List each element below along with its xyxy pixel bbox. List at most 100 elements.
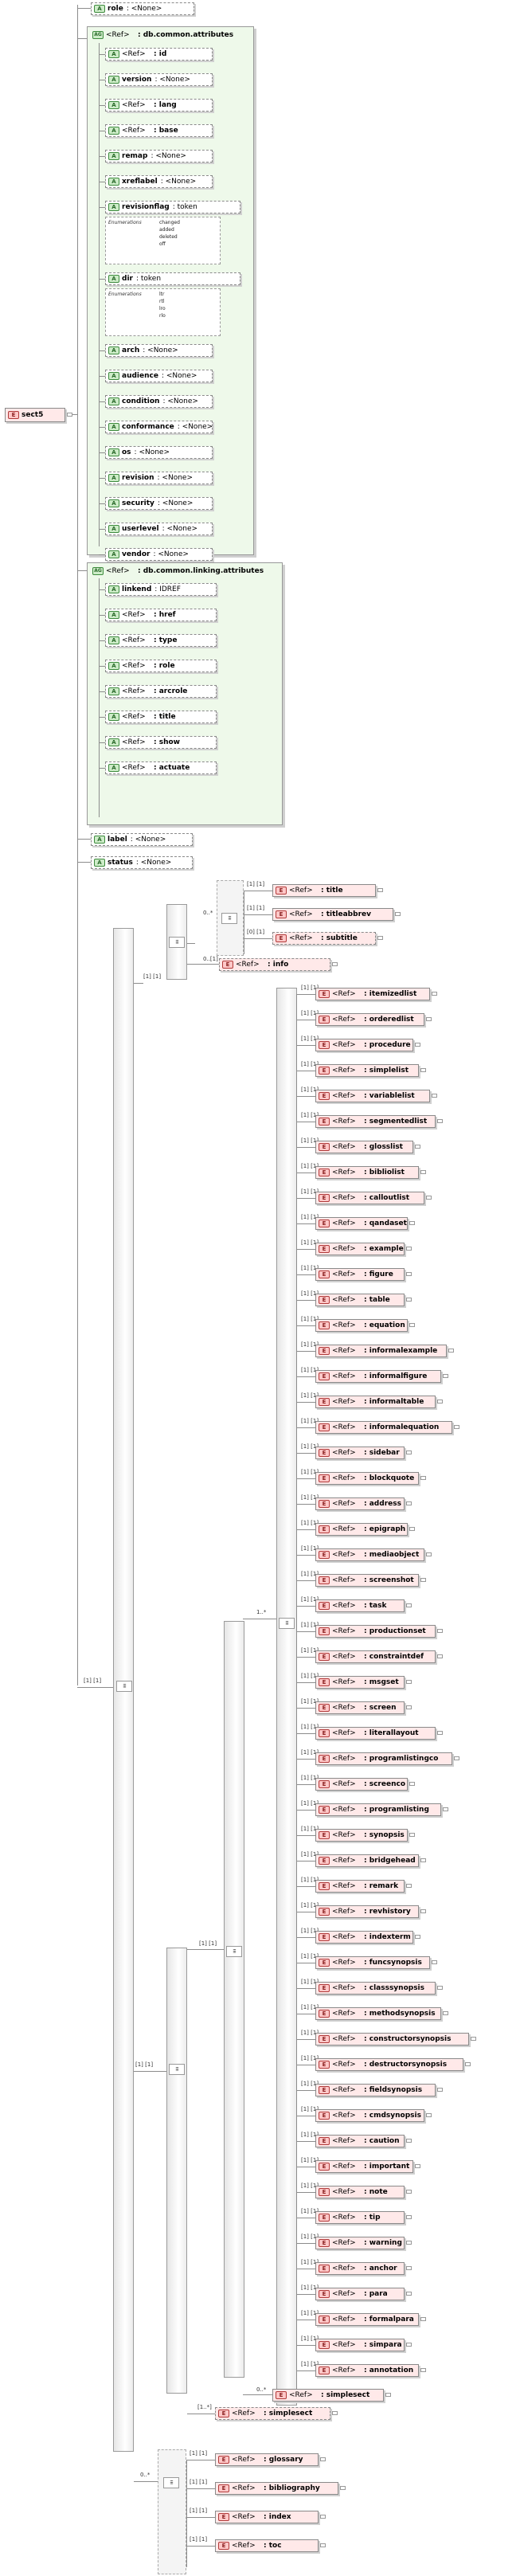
element-box[interactable]: E<Ref>: bibliography <box>215 2482 338 2495</box>
element-box[interactable]: E<Ref>: methodsynopsis <box>315 2007 441 2020</box>
expand-handle-icon[interactable] <box>340 2486 346 2490</box>
expand-handle-icon[interactable] <box>332 962 338 966</box>
expand-handle-icon[interactable] <box>406 2215 412 2219</box>
expand-handle-icon[interactable] <box>385 2393 391 2397</box>
expand-handle-icon[interactable] <box>406 2190 412 2194</box>
element-box[interactable]: E<Ref>: note <box>315 2186 405 2198</box>
attribute-box[interactable]: A<Ref>: base <box>105 124 213 137</box>
element-box[interactable]: E<Ref>: para <box>315 2288 405 2300</box>
expand-handle-icon[interactable] <box>443 1807 448 1811</box>
element-box[interactable]: E<Ref>: screenco <box>315 1778 408 1791</box>
element-box[interactable]: E<Ref>: programlisting <box>315 1803 441 1816</box>
element-box[interactable]: E<Ref>: mediaobject <box>315 1548 424 1561</box>
expand-handle-icon[interactable] <box>415 1935 420 1939</box>
element-box[interactable]: E<Ref>: epigraph <box>315 1523 408 1536</box>
element-box[interactable]: E<Ref>: blockquote <box>315 1472 419 1485</box>
expand-handle-icon[interactable] <box>332 2411 338 2415</box>
expand-handle-icon[interactable] <box>406 1501 412 1505</box>
expand-handle-icon[interactable] <box>406 2139 412 2143</box>
element-box[interactable]: E<Ref>: task <box>315 1599 405 1612</box>
expand-handle-icon[interactable] <box>437 2088 443 2092</box>
element-box[interactable]: E<Ref>: synopsis <box>315 1829 408 1842</box>
element-box[interactable]: E<Ref>: calloutlist <box>315 1192 424 1204</box>
element-box[interactable]: E<Ref>: funcsynopsis <box>315 1956 430 1969</box>
expand-handle-icon[interactable] <box>409 1527 415 1531</box>
expand-handle-icon[interactable] <box>437 1654 443 1658</box>
expand-handle-icon[interactable] <box>420 1578 426 1582</box>
element-box[interactable]: E<Ref>: remark <box>315 1880 405 1893</box>
expand-handle-icon[interactable] <box>406 2241 412 2245</box>
element-box[interactable]: E<Ref>: fieldsynopsis <box>315 2084 436 2096</box>
expand-handle-icon[interactable] <box>415 1145 420 1149</box>
element-box[interactable]: E<Ref>: anchor <box>315 2262 405 2275</box>
expand-handle-icon[interactable] <box>437 1400 443 1403</box>
element-box[interactable]: E<Ref>: table <box>315 1294 405 1306</box>
expand-handle-icon[interactable] <box>409 1323 415 1327</box>
element-box[interactable]: E<Ref>: procedure <box>315 1039 413 1051</box>
expand-handle-icon[interactable] <box>406 2266 412 2270</box>
expand-handle-icon[interactable] <box>409 1782 415 1786</box>
expand-handle-icon[interactable] <box>471 2037 476 2041</box>
expand-handle-icon[interactable] <box>409 1221 415 1225</box>
element-box[interactable]: E<Ref>: itemizedlist <box>315 988 430 1000</box>
element-box[interactable]: E<Ref>: important <box>315 2160 413 2173</box>
attribute-box[interactable]: A<Ref>: lang <box>105 99 213 112</box>
expand-handle-icon[interactable] <box>448 1349 454 1353</box>
element-box[interactable]: E<Ref>: annotation <box>315 2364 419 2377</box>
element-box[interactable]: E<Ref>: index <box>215 2511 319 2523</box>
element-box[interactable]: E<Ref>: msgset <box>315 1676 405 1689</box>
expand-handle-icon[interactable] <box>420 1858 426 1862</box>
element-box[interactable]: E<Ref>: titleabbrev <box>272 908 393 921</box>
expand-handle-icon[interactable] <box>406 2292 412 2296</box>
element-box[interactable]: E<Ref>: indexterm <box>315 1931 413 1944</box>
expand-handle-icon[interactable] <box>377 888 383 892</box>
element-box[interactable]: E<Ref>: caution <box>315 2135 405 2147</box>
expand-handle-icon[interactable] <box>67 413 72 417</box>
element-box[interactable]: E<Ref>: simpara <box>315 2339 405 2351</box>
expand-handle-icon[interactable] <box>443 2011 448 2015</box>
element-box[interactable]: E<Ref>: productionset <box>315 1625 436 1638</box>
attribute-box[interactable]: A<Ref>: type <box>105 634 217 647</box>
element-box[interactable]: E<Ref>: equation <box>315 1319 408 1332</box>
element-box[interactable]: E<Ref>: programlistingco <box>315 1752 452 1765</box>
element-box[interactable]: E<Ref>: constructorsynopsis <box>315 2033 469 2046</box>
attribute-box[interactable]: A<Ref>: arcrole <box>105 685 217 698</box>
expand-handle-icon[interactable] <box>437 1986 443 1990</box>
expand-handle-icon[interactable] <box>406 1272 412 1276</box>
expand-handle-icon[interactable] <box>406 1680 412 1684</box>
element-box[interactable]: E<Ref>: cmdsynopsis <box>315 2109 424 2122</box>
expand-handle-icon[interactable] <box>432 1094 437 1098</box>
expand-handle-icon[interactable] <box>415 2164 420 2168</box>
element-box[interactable]: E<Ref>: warning <box>315 2237 405 2249</box>
expand-handle-icon[interactable] <box>420 1170 426 1174</box>
expand-handle-icon[interactable] <box>454 1756 459 1760</box>
element-box[interactable]: E<Ref>: destructorsynopsis <box>315 2058 463 2071</box>
element-box[interactable]: E<Ref>: informalequation <box>315 1421 452 1434</box>
expand-handle-icon[interactable] <box>406 2343 412 2347</box>
element-box[interactable]: E<Ref>: qandaset <box>315 1217 408 1230</box>
expand-handle-icon[interactable] <box>406 1450 412 1454</box>
element-box[interactable]: E<Ref>: address <box>315 1497 405 1510</box>
attribute-box[interactable]: A<Ref>: title <box>105 711 217 723</box>
element-box[interactable]: E<Ref>: title <box>272 884 376 897</box>
expand-handle-icon[interactable] <box>415 1043 420 1047</box>
element-box[interactable]: E<Ref>: subtitle <box>272 932 376 945</box>
element-box[interactable]: E<Ref>: classsynopsis <box>315 1982 436 1995</box>
element-box[interactable]: E<Ref>: screenshot <box>315 1574 419 1587</box>
expand-handle-icon[interactable] <box>426 1196 432 1200</box>
element-box[interactable]: E<Ref>: info <box>219 958 330 971</box>
expand-handle-icon[interactable] <box>426 1017 432 1021</box>
element-box[interactable]: E<Ref>: example <box>315 1243 405 1255</box>
